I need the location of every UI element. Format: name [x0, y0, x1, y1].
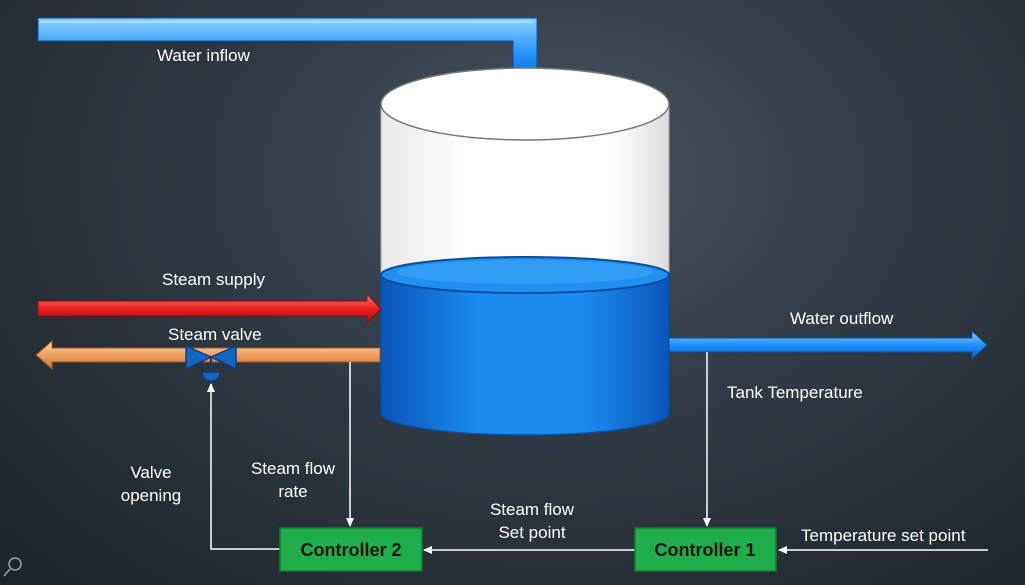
temperature-set-point-label: Temperature set point — [801, 526, 966, 545]
tank-temperature-label: Tank Temperature — [727, 383, 863, 402]
steam-flow-rate-label-line2: rate — [278, 482, 307, 501]
tank — [380, 67, 670, 436]
steam-flow-set-point-label-line2: Set point — [498, 523, 565, 542]
controller-2[interactable]: Controller 2 — [279, 527, 423, 572]
steam-supply-label: Steam supply — [162, 270, 265, 289]
signal-lines — [207, 352, 988, 554]
steam-supply-pipe — [37, 292, 382, 325]
tank-top — [380, 67, 670, 141]
controller-2-label: Controller 2 — [300, 540, 401, 560]
valve-opening-label-line2: opening — [121, 486, 182, 505]
steam-flow-set-point-label-line1: Steam flow — [490, 500, 575, 519]
butterfly-valve-icon[interactable] — [185, 344, 237, 382]
steam-flow-rate-label-line1: Steam flow — [251, 459, 336, 478]
controller-1-label: Controller 1 — [654, 540, 755, 560]
water-inflow-label: Water inflow — [157, 46, 251, 65]
water-outflow-label: Water outflow — [790, 309, 894, 328]
controller-1[interactable]: Controller 1 — [634, 527, 777, 572]
valve-opening-signal — [207, 383, 280, 550]
valve-opening-label-line1: Valve — [130, 463, 171, 482]
water-outflow-pipe — [668, 329, 988, 361]
tank-water — [380, 274, 670, 436]
steam-valve-label: Steam valve — [168, 325, 262, 344]
search-icon[interactable] — [3, 557, 22, 577]
